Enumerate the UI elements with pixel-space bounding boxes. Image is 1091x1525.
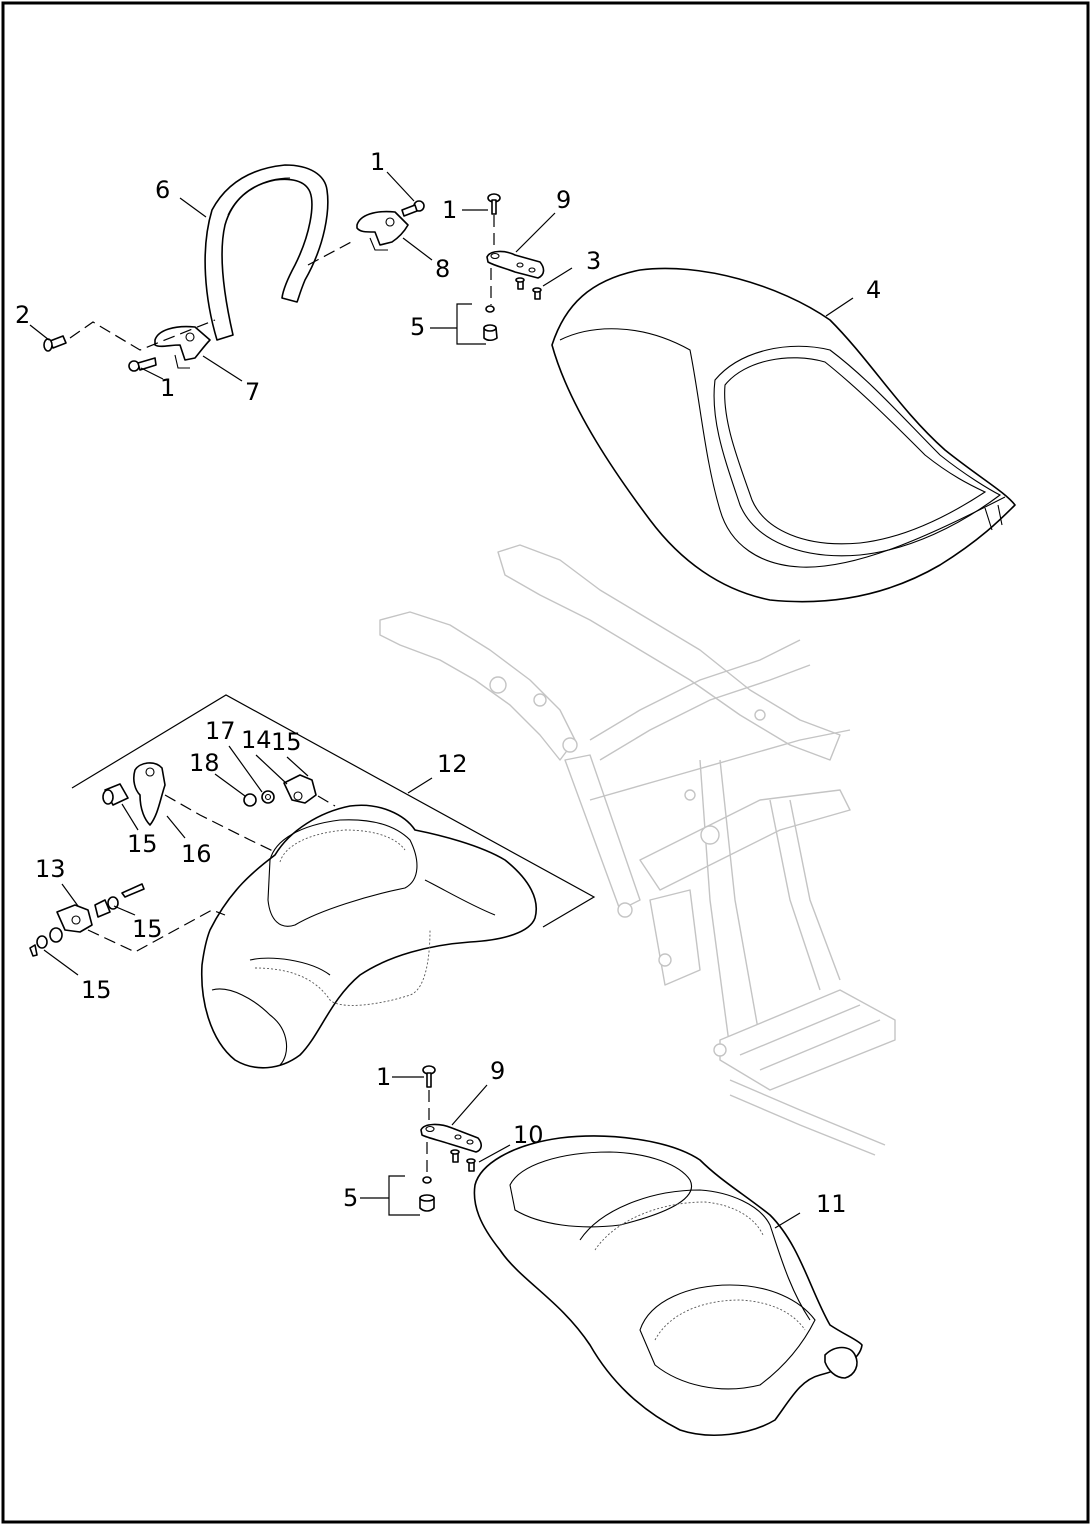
callout-1: 1 — [376, 1063, 391, 1091]
callout-1: 1 — [370, 148, 385, 176]
nut-18 — [243, 793, 257, 807]
callout-16: 16 — [181, 840, 212, 868]
callout-labels: 1 1 1 1 2 3 4 5 5 6 7 8 9 9 10 11 12 13 … — [15, 148, 881, 1218]
callout-9: 9 — [490, 1057, 505, 1085]
callout-15: 15 — [127, 830, 158, 858]
latch-13 — [56, 904, 93, 933]
bracket-9-bottom — [420, 1123, 482, 1153]
nut-1-top — [401, 200, 425, 217]
callout-17: 17 — [205, 717, 236, 745]
two-up-seat — [473, 1135, 863, 1436]
callout-15: 15 — [132, 915, 163, 943]
screws-3 — [515, 277, 542, 300]
callout-18: 18 — [189, 749, 220, 777]
leader-lines — [29, 171, 854, 1229]
screw-1-top-mount — [487, 193, 501, 215]
screw-1-bottom-mount — [422, 1065, 436, 1088]
callout-6: 6 — [155, 176, 170, 204]
callout-7: 7 — [245, 378, 260, 406]
callout-9: 9 — [556, 186, 571, 214]
passenger-seat — [200, 804, 537, 1069]
callout-13: 13 — [35, 855, 66, 883]
bracket-8 — [356, 210, 409, 251]
callout-4: 4 — [866, 276, 881, 304]
callout-2: 2 — [15, 301, 30, 329]
callout-3: 3 — [586, 247, 601, 275]
bracket-9-top — [486, 250, 545, 279]
nut-1-left — [128, 357, 157, 372]
callout-1: 1 — [160, 374, 175, 402]
callout-5: 5 — [343, 1184, 358, 1212]
latch-16 — [133, 762, 166, 826]
latch-14 — [283, 774, 317, 804]
bracket-7 — [154, 325, 211, 369]
washer-17 — [261, 790, 275, 804]
assembly-lines — [69, 215, 495, 1176]
grommet-5-bottom — [419, 1176, 435, 1212]
callout-5: 5 — [410, 313, 425, 341]
callout-1: 1 — [442, 196, 457, 224]
callout-11: 11 — [816, 1190, 847, 1218]
callout-15: 15 — [271, 728, 302, 756]
bushings-15-lower — [29, 883, 145, 957]
callout-8: 8 — [435, 255, 450, 283]
bushing-15-upper — [102, 783, 129, 806]
backrest-upright — [204, 164, 329, 341]
callout-10: 10 — [513, 1121, 544, 1149]
callout-12: 12 — [437, 750, 468, 778]
callout-15: 15 — [81, 976, 112, 1004]
screws-10 — [450, 1149, 476, 1172]
motorcycle-frame — [379, 544, 896, 1156]
screw-2 — [43, 335, 67, 352]
solo-seat — [551, 267, 1016, 603]
grommet-5-top — [483, 305, 498, 342]
callout-14: 14 — [241, 726, 272, 754]
group-12-bracket — [71, 694, 596, 928]
